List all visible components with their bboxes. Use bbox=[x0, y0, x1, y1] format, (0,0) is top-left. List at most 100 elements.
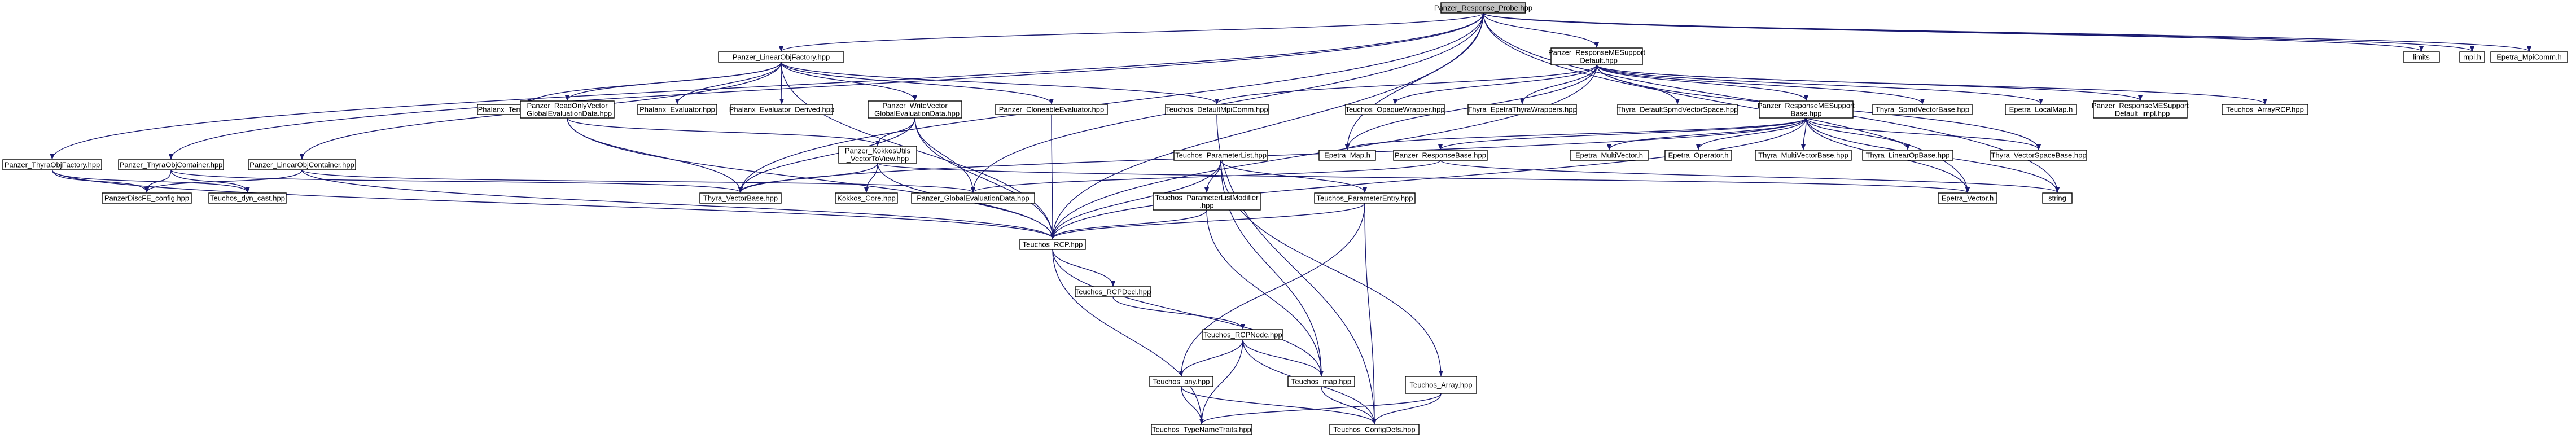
node-def-mpi[interactable]: Teuchos_DefaultMpiComm.hpp bbox=[1165, 104, 1269, 115]
edge-resp-base-to-string bbox=[1440, 160, 2060, 193]
node-phx-eval[interactable]: Phalanx_Evaluator.hpp bbox=[637, 104, 717, 115]
node-label: Base.hpp bbox=[1791, 109, 1822, 118]
node-write-vec[interactable]: Panzer_WriteVector_GlobalEvaluationData.… bbox=[868, 100, 962, 119]
node-label: PanzerDiscFE_config.hpp bbox=[104, 194, 189, 203]
edge-lin-obj-c-to-rcp bbox=[301, 169, 1055, 239]
node-map[interactable]: Teuchos_map.hpp bbox=[1287, 376, 1355, 387]
node-label: Thyra_LinearOpBase.hpp bbox=[1866, 151, 1950, 160]
node-epetra-op[interactable]: Epetra_Operator.h bbox=[1664, 150, 1732, 161]
node-label: Teuchos_RCP.hpp bbox=[1023, 240, 1083, 249]
node-thyra-v-s-b[interactable]: Thyra_VectorSpaceBase.hpp bbox=[1990, 150, 2087, 161]
edge-param-list-to-map bbox=[1220, 160, 1324, 376]
node-thyra-obj-c[interactable]: Panzer_ThyraObjContainer.hpp bbox=[118, 159, 224, 170]
node-array-r-c-p[interactable]: Teuchos_ArrayRCP.hpp bbox=[2222, 104, 2308, 115]
edge-resp-m-e-to-opaque bbox=[1392, 64, 1597, 104]
node-label: Panzer_CloneableEvaluator.hpp bbox=[999, 106, 1104, 114]
edge-thyra-obj-c-to-thyra-v-b bbox=[170, 169, 743, 193]
node-label: Teuchos_RCPDecl.hpp bbox=[1075, 288, 1151, 296]
node-param-entry[interactable]: Teuchos_ParameterEntry.hpp bbox=[1314, 192, 1416, 204]
edge-root-to-epetra-vec bbox=[1483, 12, 1970, 193]
node-lin-obj-c[interactable]: Panzer_LinearObjContainer.hpp bbox=[248, 159, 356, 170]
edge-lin-obj-to-phx-eval bbox=[675, 62, 782, 104]
node-kokkos-core[interactable]: Kokkos_Core.hpp bbox=[835, 192, 898, 204]
node-rcp[interactable]: Teuchos_RCP.hpp bbox=[1019, 239, 1086, 250]
node-label: Thyra_DefaultSpmdVectorSpace.hpp bbox=[1617, 106, 1738, 114]
node-opaque[interactable]: Teuchos_OpaqueWrapper.hpp bbox=[1345, 104, 1445, 115]
node-mpih[interactable]: mpi.h bbox=[2459, 51, 2485, 63]
edge-root-to-lin-obj bbox=[779, 12, 1484, 52]
edge-kokkos-v-t-v-to-kokkos-core bbox=[864, 163, 878, 193]
edge-root-to-thyra-obj-f bbox=[50, 12, 1484, 160]
node-read-only[interactable]: Panzer_ReadOnlyVector_GlobalEvaluationDa… bbox=[520, 100, 615, 119]
edge-resp-m-e-to-def-mpi bbox=[1215, 64, 1597, 104]
node-dyn-cast[interactable]: Teuchos_dyn_cast.hpp bbox=[208, 192, 287, 204]
edge-param-list-to-array bbox=[1220, 160, 1443, 376]
edge-root-to-epetra-mpi bbox=[1483, 12, 2531, 52]
node-kokkos-v-t-v[interactable]: Panzer_KokkosUtils_VectorToView.hpp bbox=[838, 146, 917, 164]
edge-write-vec-to-global-eval bbox=[914, 117, 975, 193]
node-label: _Default_impl.hpp bbox=[2110, 109, 2170, 118]
node-lin-obj[interactable]: Panzer_LinearObjFactory.hpp bbox=[718, 51, 844, 63]
node-array[interactable]: Teuchos_Array.hpp bbox=[1405, 376, 1477, 394]
node-resp-m-e[interactable]: Panzer_ResponseMESupport_Default.hpp bbox=[1548, 47, 1645, 65]
node-thyra-epetra[interactable]: Thyra_EpetraThyraWrappers.hpp bbox=[1467, 104, 1577, 115]
node-resp-base[interactable]: Panzer_ResponseBase.hpp bbox=[1393, 150, 1488, 161]
node-thyra-l-o-b[interactable]: Thyra_LinearOpBase.hpp bbox=[1862, 150, 1953, 161]
node-label: limits bbox=[2413, 53, 2430, 62]
node-label: mpi.h bbox=[2463, 53, 2481, 62]
node-label: Epetra_MpiComm.h bbox=[2496, 53, 2562, 62]
node-label: Teuchos_ConfigDefs.hpp bbox=[1333, 426, 1415, 434]
edge-write-vec-to-thyra-v-b bbox=[738, 117, 915, 193]
edge-any-to-type-name bbox=[1181, 386, 1204, 424]
node-epetra-m-v[interactable]: Epetra_MultiVector.h bbox=[1570, 150, 1649, 161]
edge-root-to-rcp bbox=[1050, 12, 1484, 239]
edge-root-to-thyra-v-b bbox=[738, 12, 1484, 193]
node-label: _VectorToView.hpp bbox=[846, 155, 909, 163]
node-rcp-decl[interactable]: Teuchos_RCPDecl.hpp bbox=[1075, 286, 1151, 297]
node-label: .hpp bbox=[1199, 201, 1213, 210]
edge-array-to-config-defs bbox=[1372, 393, 1442, 424]
node-thyra-m-v-b[interactable]: Thyra_MultiVectorBase.hpp bbox=[1755, 150, 1852, 161]
node-label: Teuchos_dyn_cast.hpp bbox=[210, 194, 285, 203]
edge-resp-m-e-to-epetra-local bbox=[1596, 64, 2043, 104]
node-label: Panzer_GlobalEvaluationData.hpp bbox=[917, 194, 1029, 203]
node-label: Thyra_MultiVectorBase.hpp bbox=[1758, 151, 1848, 160]
edge-thyra-obj-c-to-dyn-cast bbox=[170, 169, 250, 193]
node-limits[interactable]: limits bbox=[2403, 51, 2440, 63]
node-label: Teuchos_TypeNameTraits.hpp bbox=[1152, 426, 1251, 434]
edge-param-entry-to-config-defs bbox=[1364, 203, 1377, 424]
node-global-eval[interactable]: Panzer_GlobalEvaluationData.hpp bbox=[911, 192, 1035, 204]
node-label: Epetra_Map.h bbox=[1324, 151, 1370, 160]
node-string[interactable]: string bbox=[2042, 192, 2073, 204]
node-type-name[interactable]: Teuchos_TypeNameTraits.hpp bbox=[1151, 424, 1252, 435]
node-epetra-mpi[interactable]: Epetra_MpiComm.h bbox=[2490, 51, 2568, 63]
edge-resp-m-e-base-to-rcp bbox=[1050, 117, 1807, 239]
node-cloneable[interactable]: Panzer_CloneableEvaluator.hpp bbox=[995, 104, 1108, 115]
node-epetra-vec[interactable]: Epetra_Vector.h bbox=[1938, 192, 1997, 204]
node-resp-m-e-impl[interactable]: Panzer_ResponseMESupport_Default_impl.hp… bbox=[2092, 100, 2189, 119]
node-thyra-obj-f[interactable]: Panzer_ThyraObjFactory.hpp bbox=[2, 159, 102, 170]
node-config-defs[interactable]: Teuchos_ConfigDefs.hpp bbox=[1329, 424, 1420, 435]
node-root[interactable]: Panzer_Response_Probe.hpp bbox=[1434, 2, 1532, 14]
edge-lin-obj-to-read-only bbox=[565, 62, 782, 101]
node-pl-modifier[interactable]: Teuchos_ParameterListModifier.hpp bbox=[1153, 192, 1261, 211]
node-any[interactable]: Teuchos_any.hpp bbox=[1149, 376, 1213, 387]
node-disc-f-e[interactable]: PanzerDiscFE_config.hpp bbox=[102, 192, 192, 204]
node-epetra-map[interactable]: Epetra_Map.h bbox=[1318, 150, 1376, 161]
node-label: Panzer_ResponseMESupport bbox=[2092, 102, 2189, 110]
node-thyra-v-b[interactable]: Thyra_VectorBase.hpp bbox=[699, 192, 782, 204]
node-thyra-d-spmd[interactable]: Thyra_DefaultSpmdVectorSpace.hpp bbox=[1617, 104, 1738, 115]
edge-kokkos-v-t-v-to-epetra-vec bbox=[877, 163, 1970, 193]
node-label: Panzer_ThyraObjContainer.hpp bbox=[120, 161, 223, 169]
edge-resp-m-e-base-to-thyra-m-v-b bbox=[1801, 117, 1807, 150]
node-phx-eval-d[interactable]: Phalanx_Evaluator_Derived.hpp bbox=[729, 104, 834, 115]
node-epetra-local[interactable]: Epetra_LocalMap.h bbox=[2005, 104, 2077, 115]
node-thyra-spmd-v-b[interactable]: Thyra_SpmdVectorBase.hpp bbox=[1872, 104, 1973, 115]
node-rcp-node[interactable]: Teuchos_RCPNode.hpp bbox=[1202, 329, 1283, 340]
node-param-list[interactable]: Teuchos_ParameterList.hpp bbox=[1173, 150, 1268, 161]
edge-rcp-node-to-any bbox=[1179, 339, 1243, 376]
node-label: _GlobalEvaluationData.hpp bbox=[870, 109, 960, 118]
edge-root-to-epetra-map bbox=[1345, 12, 1484, 150]
edge-lin-obj-to-def-mpi bbox=[781, 62, 1219, 104]
